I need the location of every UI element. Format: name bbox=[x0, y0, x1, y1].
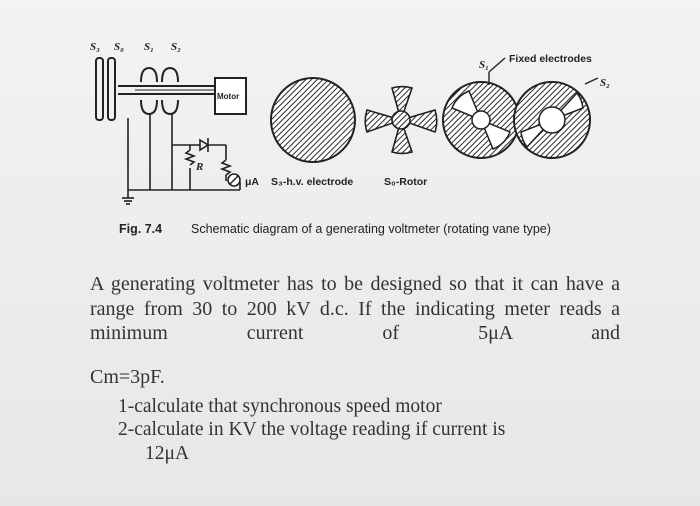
schematic-diagram: Motor bbox=[90, 41, 610, 205]
fixed-electrode-s1 bbox=[442, 57, 520, 159]
question-2-continued: 12μA bbox=[145, 443, 190, 464]
problem-statement: A generating voltmeter has to be designe… bbox=[90, 273, 620, 344]
label-rotor: S₀-Rotor bbox=[384, 176, 427, 188]
label-s2: S₂ bbox=[171, 41, 181, 53]
label-hv-electrode: S₃-h.v. electrode bbox=[271, 176, 353, 188]
circuit-wiring bbox=[122, 114, 241, 205]
question-2: 2-calculate in KV the voltage reading if… bbox=[118, 419, 506, 440]
figure-number: Fig. 7.4 bbox=[119, 222, 163, 236]
generating-voltmeter-figure: Motor bbox=[0, 0, 700, 250]
label-s0: S₀ bbox=[114, 41, 124, 53]
figure-caption: Fig. 7.4 Schematic diagram of a generatin… bbox=[119, 222, 551, 236]
question-1: 1-calculate that synchronous speed motor bbox=[118, 396, 442, 417]
capacitance-given: Cm=3pF. bbox=[90, 366, 165, 388]
fixed-electrode-s2 bbox=[513, 77, 599, 159]
label-resistor: R bbox=[195, 161, 203, 173]
label-fixed-electrodes: Fixed electrodes bbox=[509, 53, 592, 65]
motor-box: Motor bbox=[214, 77, 247, 115]
label-s2-right: S₂ bbox=[600, 77, 610, 89]
hv-electrode-disc bbox=[270, 77, 356, 163]
label-s1: S₁ bbox=[144, 41, 154, 53]
figure-caption-text: Schematic diagram of a generating voltme… bbox=[191, 222, 551, 236]
rotor-vane bbox=[364, 85, 438, 155]
label-s1-right: S₁ bbox=[479, 59, 489, 71]
label-s3: S₃ bbox=[90, 41, 100, 53]
motor-label: Motor bbox=[217, 92, 239, 101]
label-microammeter: μA bbox=[245, 176, 259, 188]
electrode-plates bbox=[95, 57, 215, 121]
microammeter-symbol bbox=[227, 173, 241, 187]
